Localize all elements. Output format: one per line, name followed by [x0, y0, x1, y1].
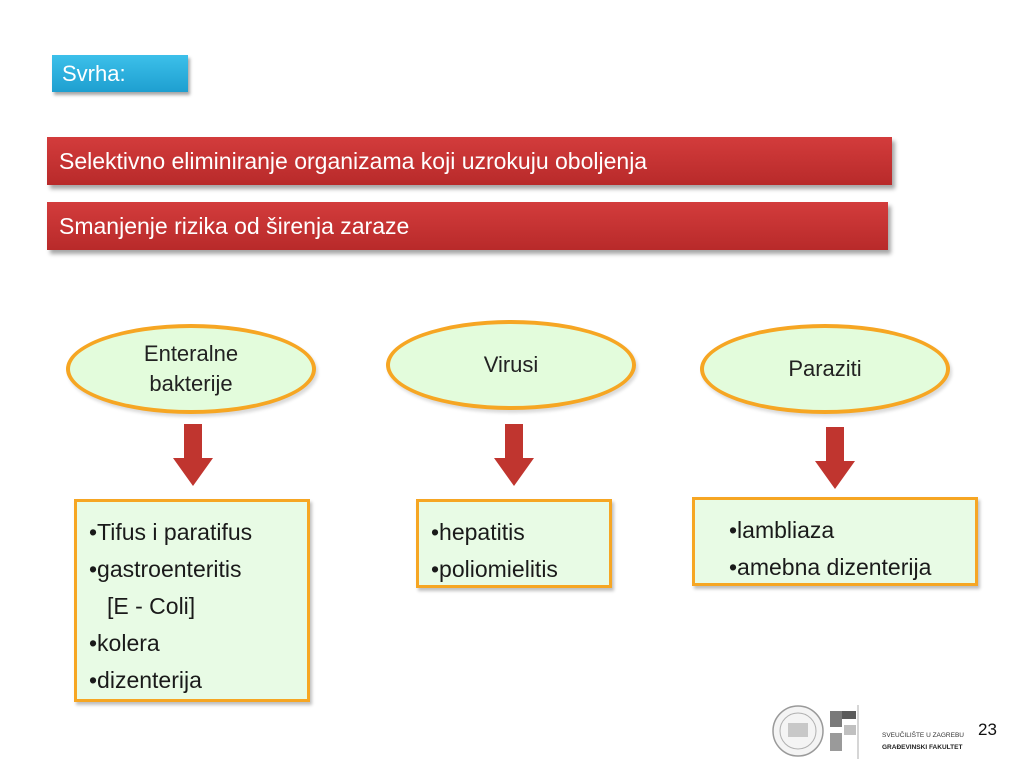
logo-line-1: SVEUČILIŠTE U ZAGREBU [882, 730, 964, 739]
list-item: •hepatitis [431, 519, 525, 545]
down-arrow-icon [173, 424, 213, 486]
list-item: •Tifus i paratifus [89, 519, 253, 545]
list-item: •lambliaza [729, 517, 835, 543]
page-number: 23 [978, 720, 997, 739]
section-label: Svrha: [52, 55, 188, 92]
category-viruses: Virusi [386, 320, 636, 410]
category-bacteria-title-1: Enteralne [143, 341, 239, 366]
logo-line-2: GRAĐEVINSKI FAKULTET [882, 744, 962, 751]
list-item: •gastroenteritis [89, 556, 242, 582]
list-item: •dizenterija [89, 667, 202, 693]
list-item: •amebna dizenterija [729, 554, 932, 580]
category-viruses-title: Virusi [483, 352, 539, 377]
parasites-list: •lambliaza •amebna dizenterija [692, 497, 978, 586]
category-bacteria-title-2: bakterije [149, 371, 233, 396]
purpose-bar-2: Smanjenje rizika od širenja zaraze [47, 202, 888, 250]
university-logo: SVEUČILIŠTE U ZAGREBU GRAĐEVINSKI FAKULT… [772, 705, 964, 759]
category-parasites-title: Paraziti [788, 356, 862, 381]
down-arrow-icon [494, 424, 534, 486]
list-item: •kolera [89, 630, 160, 656]
down-arrow-icon [815, 427, 855, 489]
bacteria-list: •Tifus i paratifus •gastroenteritis [E -… [74, 499, 310, 702]
category-parasites: Paraziti [700, 324, 950, 414]
viruses-list: •hepatitis •poliomielitis [416, 499, 612, 588]
list-item: •poliomielitis [431, 556, 558, 582]
purpose-bar-1: Selektivno eliminiranje organizama koji … [47, 137, 892, 185]
list-item: [E - Coli] [107, 593, 196, 619]
category-bacteria: Enteralne bakterije [66, 324, 316, 414]
